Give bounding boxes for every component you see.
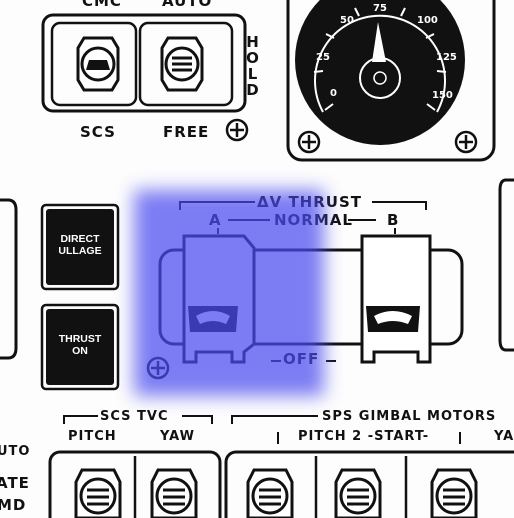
sps-pitch-1-toggle-icon[interactable] [246,468,294,518]
cmc-auto-switch-housing [41,13,247,113]
dv-thrust-title: ΔV THRUST [257,193,362,211]
sps-pitch-2-toggle-icon[interactable] [334,468,382,518]
scs-tvc-label: SCS TVC [100,409,169,424]
dial-label-100: 100 [417,15,438,26]
scs-cmc-toggle-icon[interactable] [76,36,120,92]
sps-yaw-toggle-icon[interactable] [430,468,478,518]
scs-tvc-pitch-toggle-icon[interactable] [74,468,122,518]
direct-ullage-line-1: DIRECT [60,233,100,245]
bottom-switch-row [48,450,514,518]
direct-ullage-line-2: ULLAGE [58,245,102,257]
pitch-2-start-label: PITCH 2 -START- [298,429,430,444]
thrust-on-line-2: ON [72,345,88,357]
yaw-partial-label: YA [494,429,514,444]
left-partial-label-2: ATE [0,474,30,492]
normal-label: NORMAL [274,211,353,229]
hold-label: HOLD [246,33,260,99]
cmc-label: CMC [82,0,122,10]
thrust-on-button-face[interactable] [46,309,114,385]
auto-label: AUTO [162,0,213,10]
thrust-on-label: THRUST ON [46,333,114,357]
dial-label-25: 25 [316,52,330,63]
free-label: FREE [163,123,210,141]
dial-label-50: 50 [340,15,354,26]
scs-label: SCS [80,123,116,141]
screw-icon [225,118,249,142]
off-dash-left [271,360,281,362]
dial-label-0: 0 [330,88,337,99]
a-label: A [209,211,222,229]
dial-label-150: 150 [432,90,453,101]
dv-thrust-a-toggle-icon[interactable] [188,306,238,332]
direct-ullage-button-frame [40,203,120,291]
screw-icon [297,130,321,154]
direct-ullage-button-face[interactable] [46,209,114,285]
dial-label-75: 75 [373,3,387,14]
screw-icon [454,130,478,154]
pitch-label: PITCH [68,429,117,444]
gauge-knob[interactable] [359,22,401,99]
thrust-on-line-1: THRUST [58,333,102,345]
screw-icon [146,356,170,380]
free-auto-toggle-icon[interactable] [160,36,204,92]
bottom-brackets [63,415,461,444]
off-label: OFF [283,350,320,368]
left-partial-label-3: MD [0,496,27,514]
dial-label-125: 125 [436,52,457,63]
sps-gimbal-motors-label: SPS GIMBAL MOTORS [322,409,497,424]
gauge-tick-marks [313,7,447,111]
b-label: B [387,211,400,229]
dv-thrust-b-toggle-icon[interactable] [366,306,420,332]
dv-thrust-housing [158,234,464,364]
thrust-on-button-frame [40,303,120,391]
direct-ullage-label: DIRECT ULLAGE [46,233,114,257]
scs-tvc-yaw-toggle-icon[interactable] [150,468,198,518]
left-partial-label-1: UTO [0,444,31,459]
yaw-label: YAW [160,429,195,444]
off-dash-right [326,360,336,362]
